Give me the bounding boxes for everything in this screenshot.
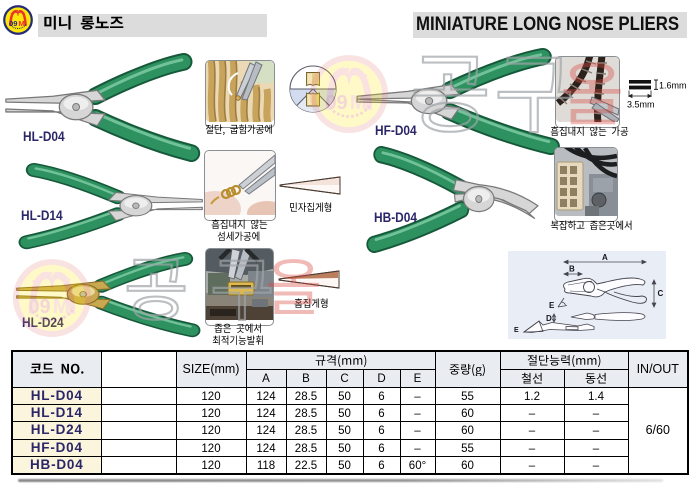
svg-text:M: M [350, 92, 367, 114]
svg-text:M: M [53, 296, 70, 318]
svg-text:09: 09 [325, 92, 347, 114]
svg-text:M: M [18, 19, 24, 28]
svg-text:09: 09 [9, 19, 17, 28]
svg-text:3.5mm: 3.5mm [627, 100, 655, 110]
svg-text:C: C [658, 289, 664, 298]
svg-text:A: A [602, 253, 608, 262]
svg-text:09: 09 [28, 296, 50, 318]
svg-text:E: E [514, 327, 519, 334]
svg-text:B: B [569, 265, 575, 274]
svg-text:1.6mm: 1.6mm [659, 81, 687, 91]
svg-text:E: E [549, 301, 555, 310]
svg-text:D: D [546, 314, 552, 323]
